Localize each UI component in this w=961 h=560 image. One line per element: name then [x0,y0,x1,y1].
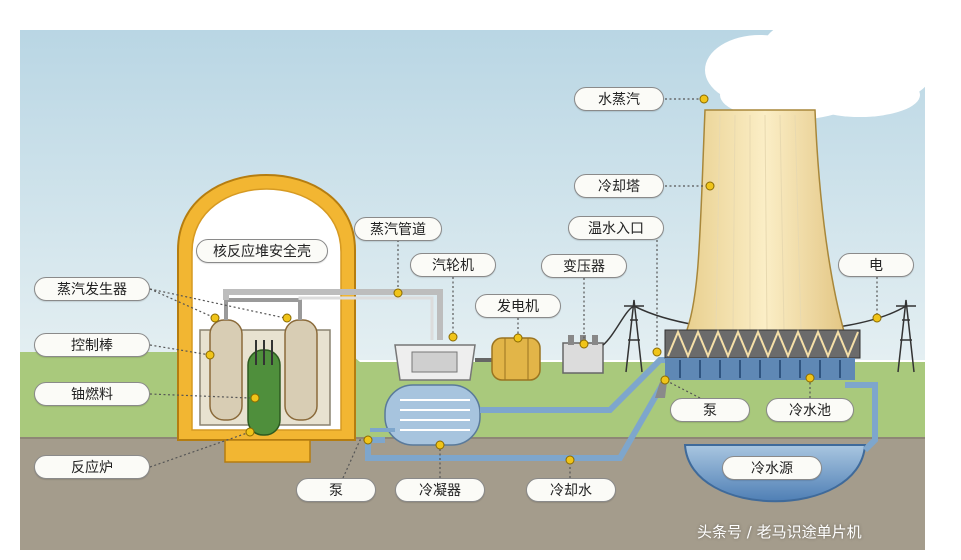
label-reactor: 反应炉 [34,455,150,479]
label-condenser: 冷凝器 [395,478,485,502]
label-cold-water-pool: 冷水池 [766,398,854,422]
label-electricity: 电 [838,253,914,277]
label-containment: 核反应堆安全壳 [196,239,328,263]
label-cooling-water: 冷却水 [526,478,616,502]
label-cooling-tower: 冷却塔 [574,174,664,198]
containment-building [177,174,356,463]
label-steam: 水蒸汽 [574,87,664,111]
label-generator: 发电机 [475,294,561,318]
label-warm-water-inlet: 温水入口 [568,216,664,240]
label-steam-generator: 蒸汽发生器 [34,277,150,301]
label-cold-water-source: 冷水源 [722,456,822,480]
label-uranium-fuel: 铀燃料 [34,382,150,406]
label-steam-pipe: 蒸汽管道 [354,217,442,241]
cooling-tower [655,109,861,398]
label-transformer: 变压器 [541,254,627,278]
label-turbine: 汽轮机 [410,253,496,277]
label-control-rod: 控制棒 [34,333,150,357]
label-pump-left: 泵 [296,478,376,502]
generator [491,337,541,381]
steam-pipe [223,289,443,340]
turbine-condenser [384,344,481,446]
leader-dots [205,94,882,465]
watermark: 头条号 / 老马识途单片机 [697,523,862,541]
label-pump-right: 泵 [670,398,750,422]
steam-cloud [705,15,950,120]
